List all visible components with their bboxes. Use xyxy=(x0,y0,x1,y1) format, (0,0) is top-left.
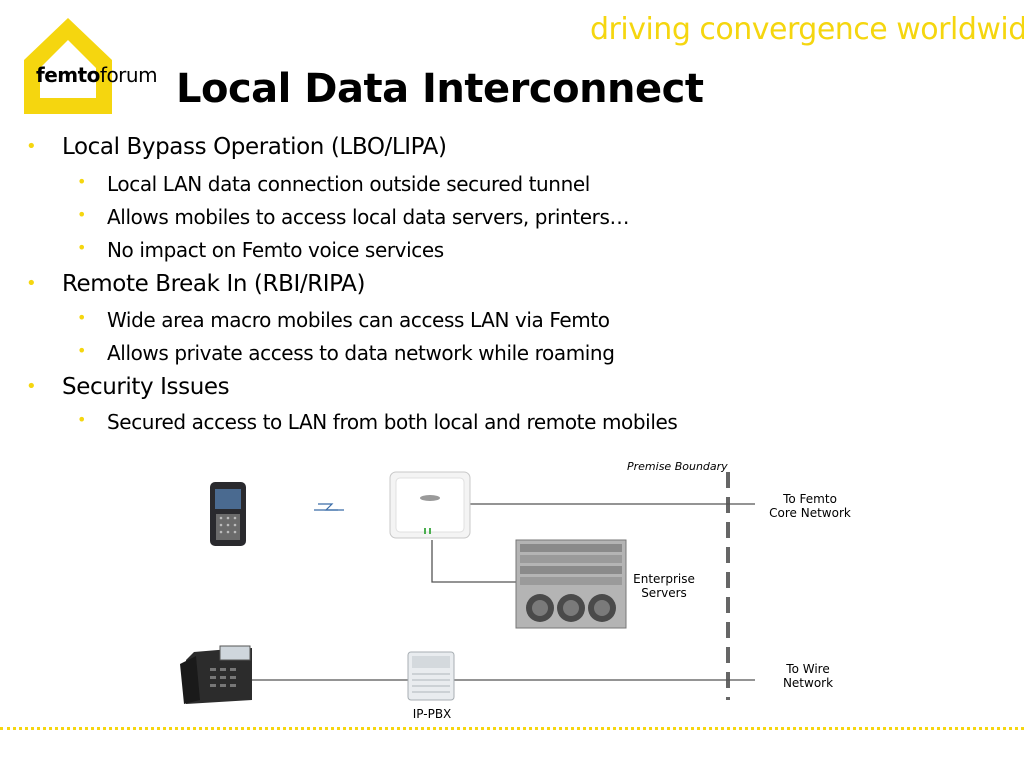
bullet-level1: •Local Bypass Operation (LBO/LIPA) xyxy=(26,134,447,160)
mobile-phone-icon xyxy=(210,482,246,546)
slide-title: Local Data Interconnect xyxy=(176,66,704,112)
enterprise-servers-label-line1: Enterprise xyxy=(633,572,695,586)
enterprise-servers-label: Enterprise Servers xyxy=(628,572,700,600)
premise-boundary-label: Premise Boundary xyxy=(627,460,728,473)
femtoforum-logo xyxy=(24,18,112,114)
bullet-dot-icon: • xyxy=(26,136,37,157)
bullet-dot-icon: • xyxy=(77,410,87,429)
wire-network-label-line2: Network xyxy=(782,676,834,690)
logo-wordmark: femtoforum xyxy=(36,63,158,87)
bullet-level2: •Secured access to LAN from both local a… xyxy=(77,410,678,434)
bullet-dot-icon: • xyxy=(77,308,87,327)
wire-network-label: To Wire Network xyxy=(768,662,848,690)
bullet-level2: •Wide area macro mobiles can access LAN … xyxy=(77,308,610,332)
bullet-dot-icon: • xyxy=(26,273,37,294)
wireless-signal-icon xyxy=(314,503,344,511)
server-rack-icon xyxy=(515,539,627,629)
ip-pbx-icon xyxy=(407,651,455,701)
desk-phone-icon xyxy=(180,645,252,704)
bullet-level1: •Remote Break In (RBI/RIPA) xyxy=(26,271,366,297)
bullet-dot-icon: • xyxy=(77,172,87,191)
bullet-dot-icon: • xyxy=(26,376,37,397)
femto-access-point-icon xyxy=(389,471,471,539)
bullet-level2: •Local LAN data connection outside secur… xyxy=(77,172,590,196)
bullet-level2: •Allows mobiles to access local data ser… xyxy=(77,205,630,229)
femto-core-label-line1: To Femto xyxy=(783,492,837,506)
femto-server-link xyxy=(431,540,516,583)
ip-pbx-label: IP-PBX xyxy=(412,707,452,721)
bullet-dot-icon: • xyxy=(77,238,87,257)
bullet-dot-icon: • xyxy=(77,205,87,224)
bullet-level2: •Allows private access to data network w… xyxy=(77,341,615,365)
wire-network-label-line1: To Wire xyxy=(786,662,830,676)
bullet-level2: •No impact on Femto voice services xyxy=(77,238,444,262)
enterprise-servers-label-line2: Servers xyxy=(641,586,687,600)
footer-dotted-rule xyxy=(0,727,1024,730)
femto-core-label-line2: Core Network xyxy=(769,506,851,520)
bullet-dot-icon: • xyxy=(77,341,87,360)
bullet-level1: •Security Issues xyxy=(26,374,230,400)
femto-core-label: To Femto Core Network xyxy=(760,492,860,520)
tagline: driving convergence worldwide xyxy=(590,12,1024,47)
